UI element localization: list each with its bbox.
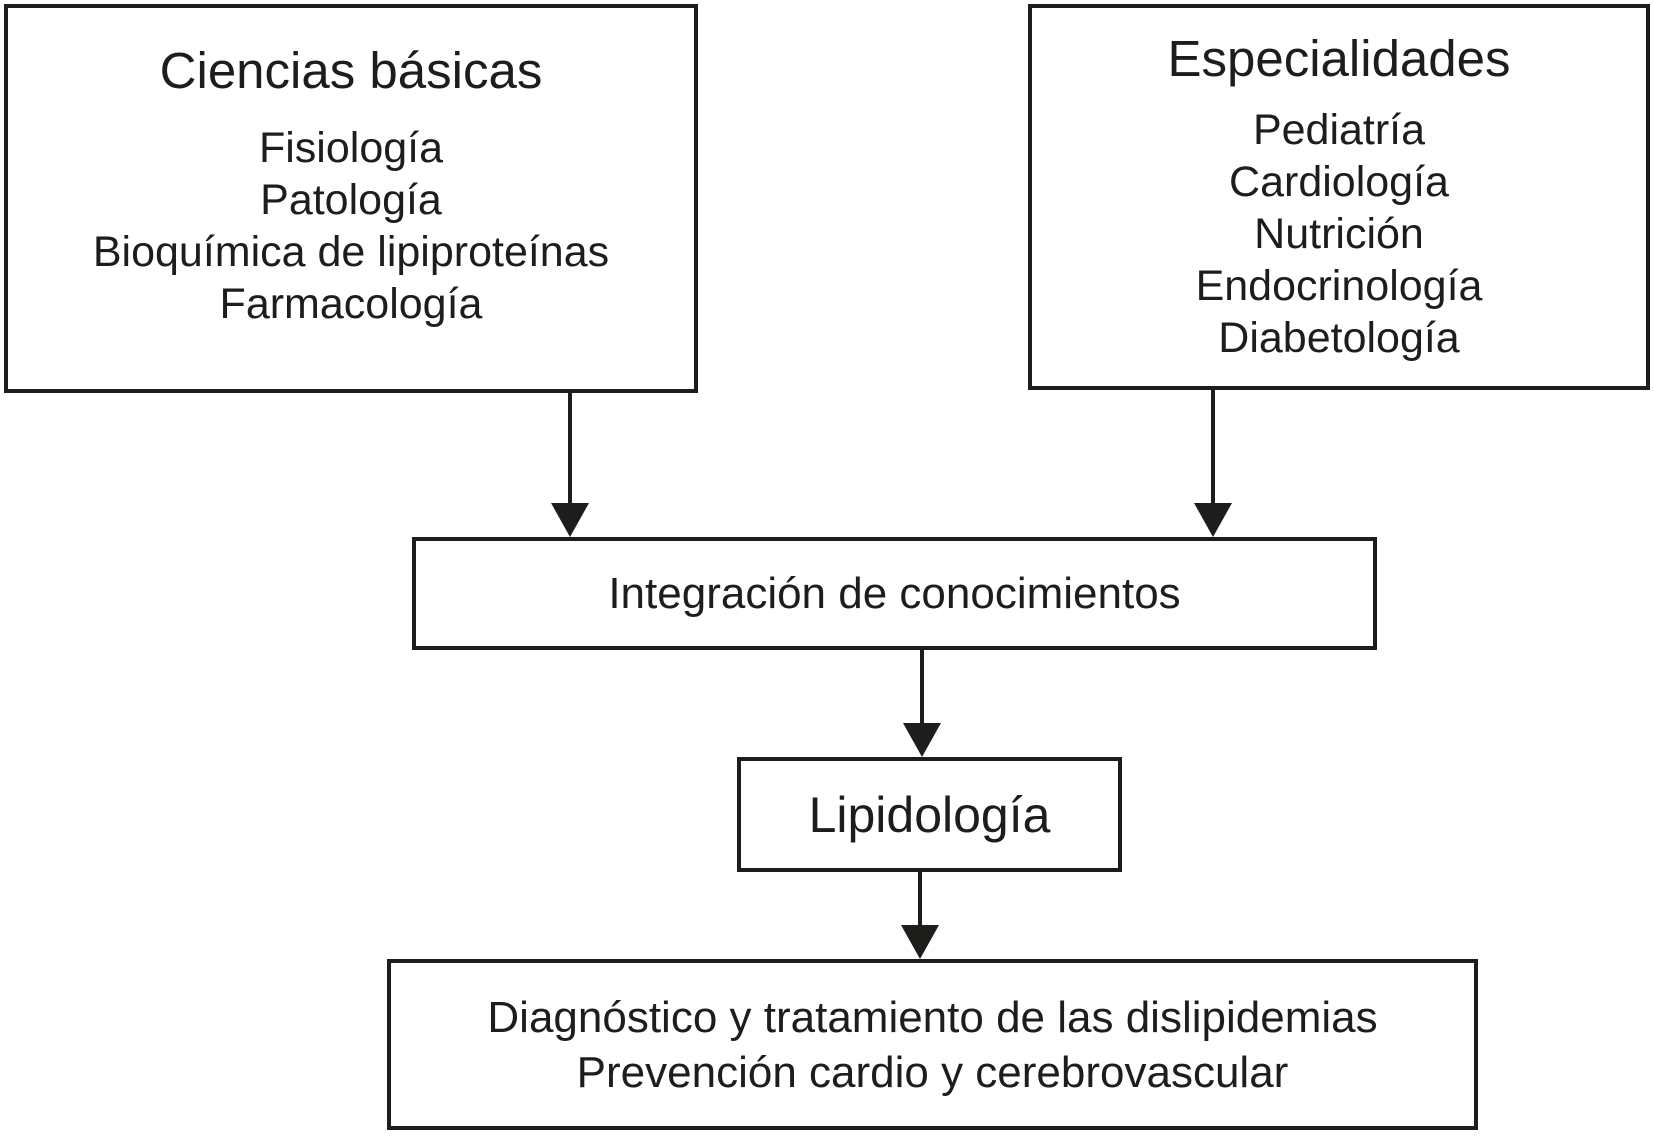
down-arrow-icon bbox=[1194, 390, 1232, 537]
arrow-shaft bbox=[918, 872, 922, 925]
list-item: Endocrinología bbox=[1195, 262, 1483, 310]
outcome-line-1: Diagnóstico y tratamiento de las dislipi… bbox=[487, 992, 1378, 1042]
arrowhead-icon bbox=[901, 925, 939, 959]
list-item: Bioquímica de lipiproteínas bbox=[92, 228, 610, 276]
specialties-box: Especialidades Pediatría Cardiología Nut… bbox=[1028, 4, 1650, 390]
integration-label: Integración de conocimientos bbox=[608, 568, 1181, 618]
list-item: Cardiología bbox=[1229, 158, 1449, 206]
specialties-title: Especialidades bbox=[1167, 30, 1511, 87]
list-item: Farmacología bbox=[219, 280, 483, 328]
arrowhead-icon bbox=[903, 723, 941, 757]
lipidology-box: Lipidología bbox=[737, 757, 1122, 872]
outcome-line-2: Prevención cardio y cerebrovascular bbox=[576, 1047, 1289, 1097]
arrow-shaft bbox=[920, 650, 924, 723]
down-arrow-icon bbox=[901, 872, 939, 959]
down-arrow-icon bbox=[551, 393, 589, 537]
arrowhead-icon bbox=[1194, 503, 1232, 537]
outcome-box: Diagnóstico y tratamiento de las dislipi… bbox=[387, 959, 1478, 1130]
list-item: Patología bbox=[260, 176, 442, 224]
arrow-shaft bbox=[1211, 390, 1215, 503]
basic-sciences-box: Ciencias básicas Fisiología Patología Bi… bbox=[4, 4, 698, 393]
basic-sciences-title: Ciencias básicas bbox=[159, 42, 543, 99]
arrowhead-icon bbox=[551, 503, 589, 537]
list-item: Nutrición bbox=[1254, 210, 1424, 258]
lipidology-label: Lipidología bbox=[808, 786, 1051, 843]
list-item: Diabetología bbox=[1218, 314, 1460, 362]
down-arrow-icon bbox=[903, 650, 941, 757]
list-item: Fisiología bbox=[258, 124, 444, 172]
list-item: Pediatría bbox=[1252, 106, 1426, 154]
integration-box: Integración de conocimientos bbox=[412, 537, 1377, 650]
arrow-shaft bbox=[568, 393, 572, 503]
